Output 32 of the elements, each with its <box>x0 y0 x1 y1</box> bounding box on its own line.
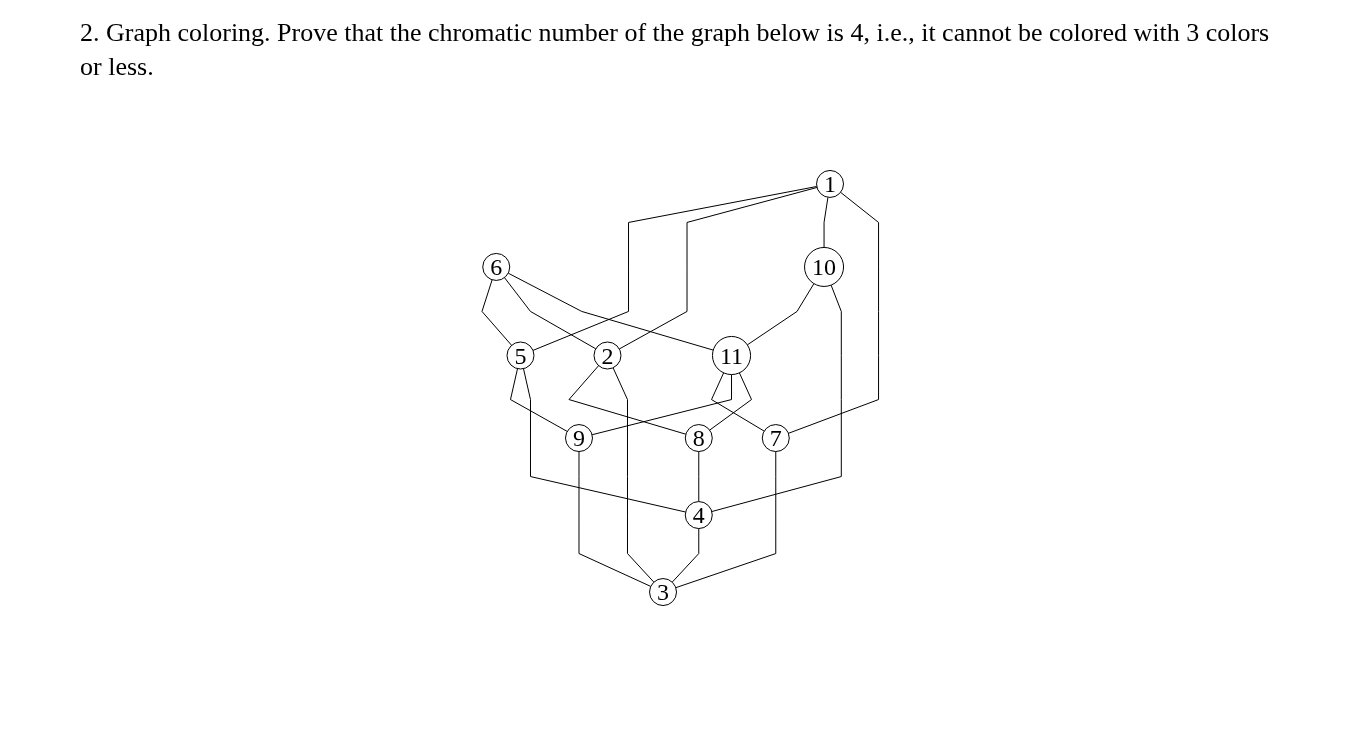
connector <box>532 185 817 351</box>
connector <box>481 278 512 346</box>
connector <box>522 367 686 513</box>
problem-statement: 2. Graph coloring. Prove that the chromatic number of the graph below is 4, i.e., it cannot be colored with 3 colors or less. <box>80 17 1271 83</box>
connector <box>618 186 818 350</box>
node-circle: 6 <box>481 252 510 281</box>
connector <box>698 450 699 502</box>
node-circle: 8 <box>684 423 713 452</box>
node-circle: 3 <box>648 577 677 606</box>
connector <box>823 196 829 248</box>
connector <box>578 450 651 587</box>
node-circle: 1 <box>815 169 844 198</box>
connector <box>612 366 655 583</box>
connector <box>711 284 842 512</box>
connector <box>708 371 752 431</box>
node-circle: 4 <box>684 500 713 529</box>
connector <box>787 191 879 434</box>
connector <box>568 364 687 435</box>
connector <box>507 272 714 351</box>
node-circle: 2 <box>593 341 622 370</box>
connector <box>710 371 765 432</box>
node-circle: 9 <box>564 423 593 452</box>
node-circle: 10 <box>803 246 844 287</box>
connector <box>591 373 732 435</box>
node-circle: 5 <box>506 341 535 370</box>
connector <box>671 527 699 583</box>
node-circle: 11 <box>711 335 751 375</box>
connector <box>746 282 815 345</box>
node-circle: 7 <box>761 423 790 452</box>
connector <box>509 367 568 432</box>
connector <box>503 276 596 349</box>
connector <box>675 450 776 588</box>
